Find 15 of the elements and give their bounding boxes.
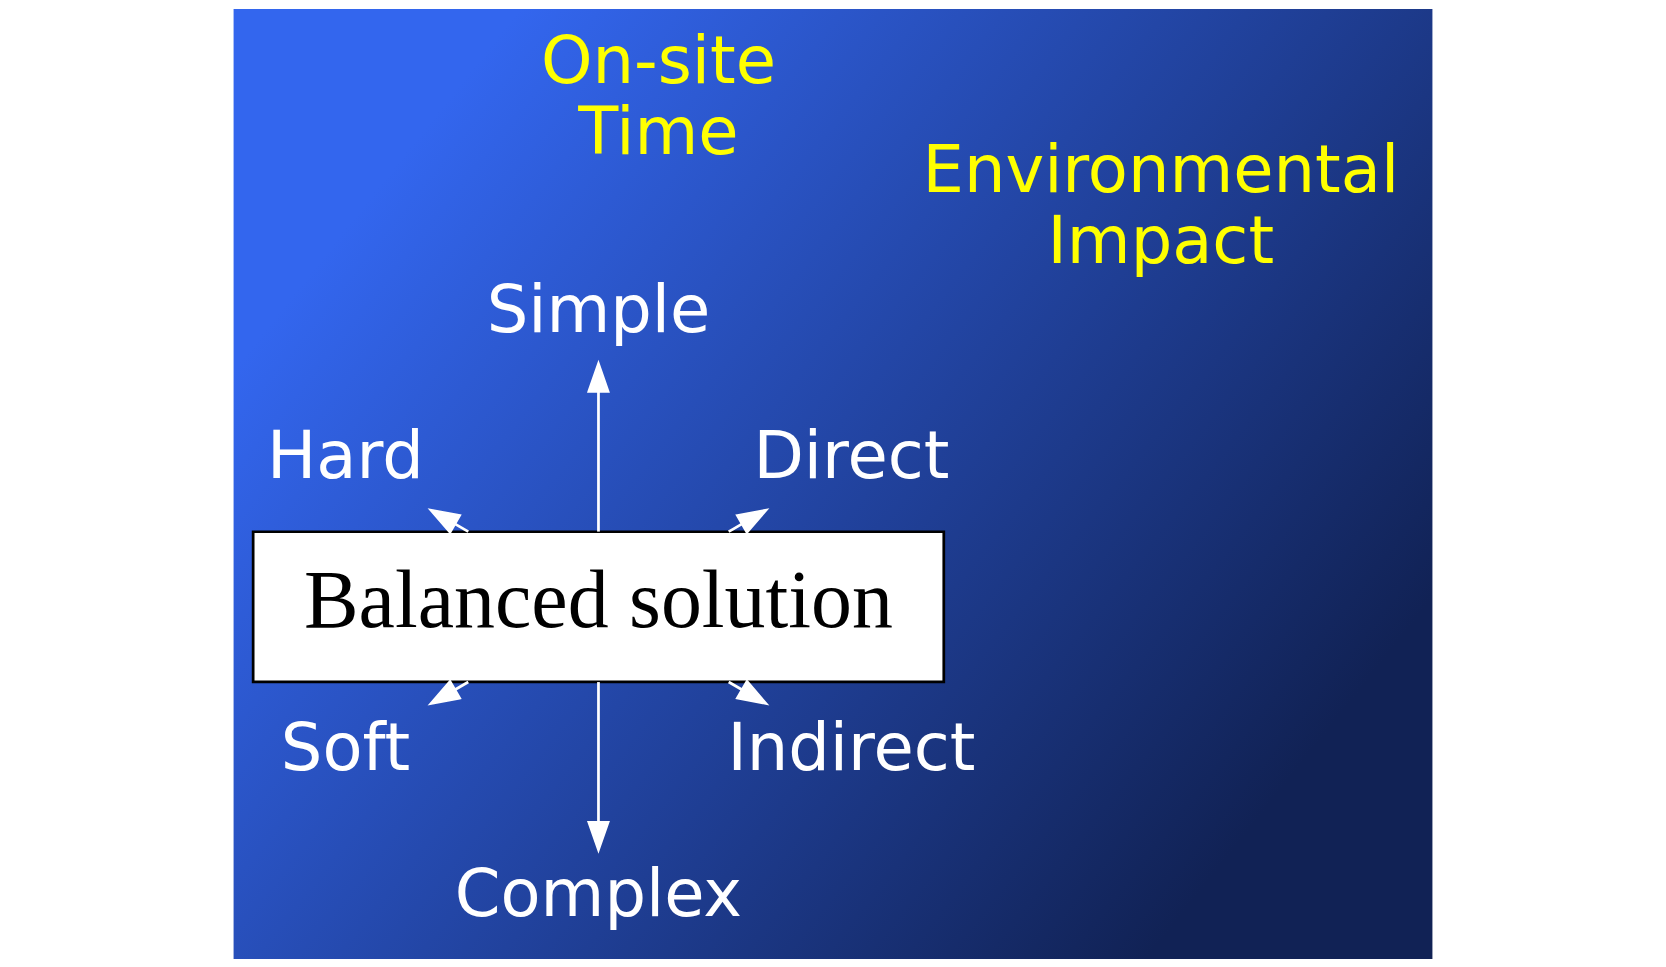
- node-text: Direct: [753, 416, 950, 493]
- node-box: Balanced solution: [251, 529, 946, 683]
- node-text: Simple: [486, 270, 711, 347]
- node-text: Indirect: [727, 708, 976, 785]
- arrow: [427, 678, 469, 705]
- node-text: Hard: [267, 416, 424, 493]
- arrow: [587, 681, 610, 854]
- arrow: [728, 678, 770, 705]
- arrow: [587, 359, 610, 532]
- arrow: [728, 507, 770, 534]
- node-text: Complex: [454, 854, 743, 931]
- label: Environmental Impact: [922, 130, 1400, 278]
- label: On-site Time: [541, 21, 777, 169]
- arrow: [427, 507, 469, 534]
- node-text: Soft: [280, 708, 411, 785]
